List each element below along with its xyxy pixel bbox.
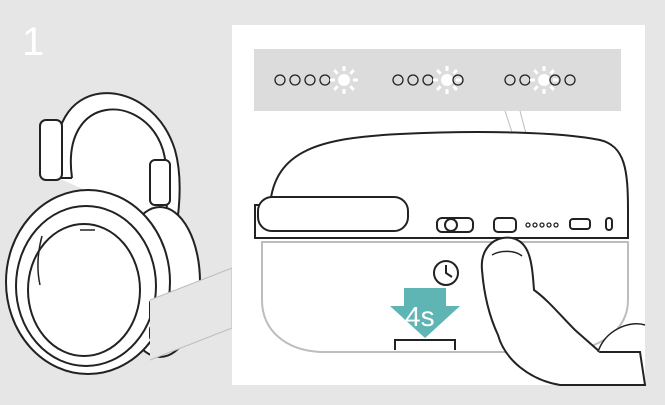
- led-off: [305, 75, 315, 85]
- led-off: [423, 75, 433, 85]
- led-off: [290, 75, 300, 85]
- led-glow-ray: [334, 70, 338, 74]
- led-glow-ray: [534, 70, 538, 74]
- led-glow-ray: [550, 70, 554, 74]
- led-off: [320, 75, 330, 85]
- led-glow-ray: [453, 86, 457, 90]
- led-off: [393, 75, 403, 85]
- led-glow-ray: [350, 86, 354, 90]
- led-lit: [538, 74, 550, 86]
- led-lit: [338, 74, 350, 86]
- led-glow-ray: [534, 86, 538, 90]
- led-pattern-group: [275, 66, 575, 94]
- press-duration: 4s: [405, 303, 435, 331]
- led-off: [520, 75, 530, 85]
- led-glow-ray: [437, 70, 441, 74]
- led-glow-ray: [453, 70, 457, 74]
- led-glow-ray: [334, 86, 338, 90]
- led-lit: [441, 74, 453, 86]
- led-off: [565, 75, 575, 85]
- led-off: [275, 75, 285, 85]
- led-glow-ray: [350, 70, 354, 74]
- led-glow-ray: [550, 86, 554, 90]
- led-glow-ray: [437, 86, 441, 90]
- led-off: [505, 75, 515, 85]
- clock-icon: [434, 261, 458, 285]
- led-off: [408, 75, 418, 85]
